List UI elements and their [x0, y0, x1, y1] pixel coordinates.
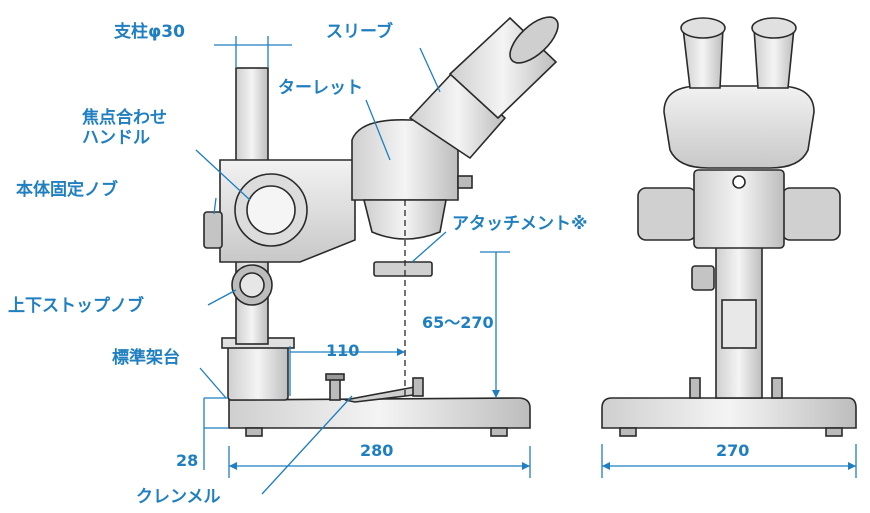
dim-base-length: 280 — [360, 441, 394, 460]
front-focus-knob-right — [781, 187, 841, 241]
attachment-lens — [373, 261, 433, 277]
dim-base-height: 28 — [176, 451, 199, 470]
base-foot-right — [490, 427, 508, 437]
stand-block — [227, 343, 289, 401]
front-head — [663, 85, 815, 169]
label-turret: ターレット — [278, 78, 363, 98]
front-annotations — [601, 444, 857, 478]
base-foot-left — [245, 427, 263, 437]
side-annotations — [195, 36, 531, 495]
label-focus-handle-line2: ハンドル — [82, 128, 150, 148]
front-focus-knob-left — [637, 187, 697, 241]
dim-working-distance: 65～270 — [422, 313, 494, 332]
front-base — [601, 397, 857, 429]
label-body-knob: 本体固定ノブ — [16, 180, 118, 200]
sleeve — [408, 68, 507, 160]
label-pillar: 支柱φ30 — [114, 22, 185, 42]
side-view — [203, 16, 559, 437]
dim-reach: 110 — [326, 341, 360, 360]
front-view — [601, 17, 857, 437]
dim-base-width: 270 — [716, 441, 750, 460]
label-sleeve: スリーブ — [326, 22, 393, 42]
label-focus-handle-line1: 焦点合わせ — [82, 108, 167, 128]
front-stop-knob — [691, 265, 715, 291]
body-lock-knob — [203, 211, 223, 249]
label-stand: 標準架台 — [112, 348, 180, 368]
label-attachment: アタッチメント※ — [452, 214, 588, 234]
label-clamp: クレンメル — [136, 487, 221, 507]
objective — [362, 199, 447, 240]
label-stop-knob: 上下ストップノブ — [8, 296, 144, 316]
base-side — [228, 397, 531, 429]
